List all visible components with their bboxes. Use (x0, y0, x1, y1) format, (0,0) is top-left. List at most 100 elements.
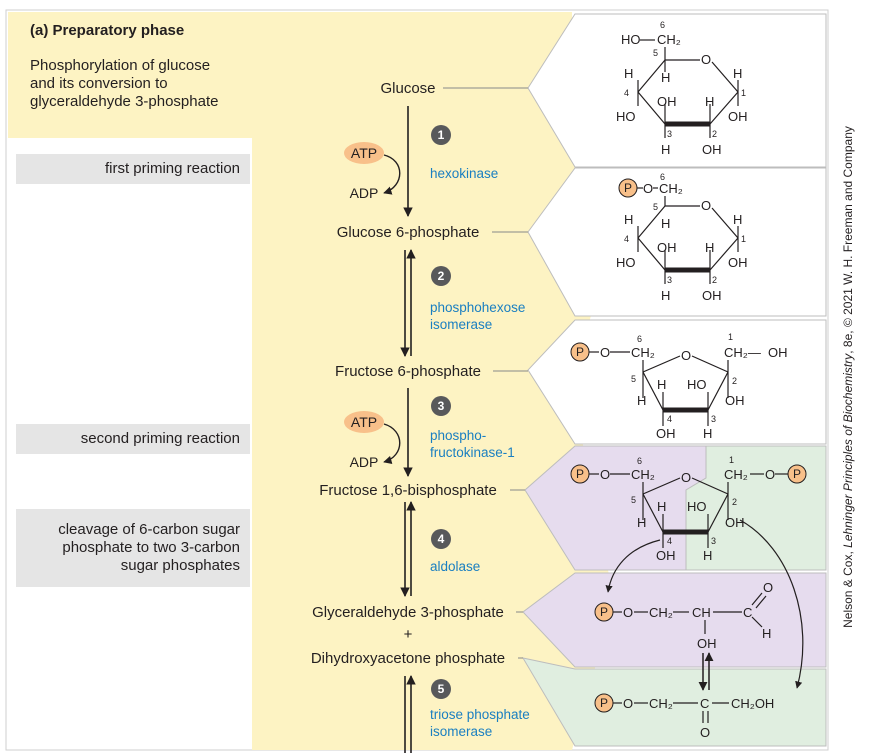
atp-adp-curve-step3 (383, 423, 401, 464)
atom: O (765, 467, 775, 482)
step-circle-2 (431, 266, 451, 286)
enzyme-tpi-line2: isomerase (430, 724, 492, 739)
step-number-5: 5 (438, 682, 445, 696)
carbon-number: 5 (653, 202, 658, 212)
label-dhap: Dihydroxyacetone phosphate (311, 650, 505, 667)
phosphate-label: P (576, 345, 584, 359)
enzyme-tpi-line1: triose phosphate (430, 707, 530, 722)
atom: H (637, 393, 646, 408)
adp-label-step3: ADP (350, 454, 379, 470)
atom: H (661, 142, 670, 157)
atom: CH₂ (724, 467, 748, 482)
atom: H (733, 66, 742, 81)
carbon-number: 1 (741, 88, 746, 98)
atom: H (624, 212, 633, 227)
band-cleavage (16, 509, 250, 587)
adp-label-step1: ADP (350, 185, 379, 201)
structure-fructose6p: P O CH₂ 6 5 O CH₂— OH 1 2 H H HO OH 4 3 … (570, 332, 788, 441)
phosphate-label: P (624, 181, 632, 195)
atom: OH (702, 142, 722, 157)
carbon-number: 1 (728, 332, 733, 342)
phosphate-label: P (576, 467, 584, 481)
atom: OH (702, 288, 722, 303)
structure-glucose: HO CH₂ 6 5 O H 4 H HO OH H 3 2 H OH H 1 … (616, 20, 748, 157)
atom: OH (697, 636, 717, 651)
atom: CH (692, 605, 711, 620)
atom: CH₂ (631, 345, 655, 360)
cleavage-arrow-to-dhap (739, 519, 804, 689)
phosphate-label: P (600, 605, 608, 619)
panel-gap (522, 572, 827, 668)
atom: OH (656, 548, 676, 563)
carbon-number: 3 (711, 414, 716, 424)
enzyme-pfk-line2: fructokinase-1 (430, 445, 515, 460)
step-number-3: 3 (438, 399, 445, 413)
atom: O (681, 470, 691, 485)
atom: H (705, 240, 714, 255)
phosphate-label: P (793, 467, 801, 481)
atom: HO (687, 499, 707, 514)
atom: H (661, 70, 670, 85)
atp-adp-curve-step1 (383, 154, 401, 195)
atom: OH (657, 240, 677, 255)
carbon-number: 2 (732, 376, 737, 386)
enzyme-hexokinase: hexokinase (430, 166, 498, 181)
carbon-number: 6 (637, 456, 642, 466)
atom: C (743, 605, 752, 620)
atom: OH (725, 393, 745, 408)
step-circle-1 (431, 125, 451, 145)
step-number-1: 1 (438, 128, 445, 142)
label-glucose6p: Glucose 6-phosphate (337, 224, 480, 241)
step-number-4: 4 (438, 532, 445, 546)
enzyme-pfk-line1: phospho- (430, 428, 486, 443)
label-fructose16bp: Fructose 1,6-bisphosphate (319, 482, 497, 499)
atom: H (657, 377, 666, 392)
carbon-number: 2 (712, 275, 717, 285)
carbon-number: 2 (712, 129, 717, 139)
atp-label-step3: ATP (351, 414, 377, 430)
atp-oval-step3 (344, 411, 384, 433)
enzyme-aldolase: aldolase (430, 559, 480, 574)
carbon-number: 1 (729, 455, 734, 465)
carbon-number: 6 (637, 334, 642, 344)
atom: CH₂— (724, 345, 761, 360)
atom: CH₂ (659, 181, 683, 196)
enzyme-phosphohexose-line2: isomerase (430, 317, 492, 332)
atom: CH₂ (649, 696, 673, 711)
atom: HO (621, 32, 641, 47)
atom: O (701, 52, 711, 67)
atom: O (623, 605, 633, 620)
atom: H (661, 216, 670, 231)
carbon-number: 4 (667, 536, 672, 546)
atom: H (703, 426, 712, 441)
structure-fructose16bp: P O CH₂ 6 5 O CH₂ O P 1 2 H H HO OH 4 3 … (570, 455, 807, 563)
atom: O (600, 345, 610, 360)
structure-glucose6p: P O CH₂ 6 5 O H 4 H HO OH H 3 2 H OH H 1… (616, 172, 748, 303)
atom: O (701, 198, 711, 213)
atom: C (700, 696, 709, 711)
carbon-number: 6 (660, 172, 665, 182)
step-circle-4 (431, 529, 451, 549)
label-gap: Glyceraldehyde 3-phosphate (312, 604, 504, 621)
atom: OH (656, 426, 676, 441)
atom: HO (687, 377, 707, 392)
atom: OH (768, 345, 788, 360)
label-plus: + (404, 626, 413, 643)
panel-glucose (527, 13, 827, 168)
atom: O (763, 580, 773, 595)
cleavage-arrow-to-gap (605, 539, 661, 593)
atom: O (600, 467, 610, 482)
band-second-priming (16, 424, 250, 454)
atom: O (623, 696, 633, 711)
step-number-2: 2 (438, 269, 445, 283)
carbon-number: 4 (624, 234, 629, 244)
phosphate-circle (787, 464, 807, 484)
carbon-number: 3 (667, 129, 672, 139)
carbon-number: 4 (624, 88, 629, 98)
carbon-number: 6 (660, 20, 665, 30)
phosphate-label: P (600, 696, 608, 710)
atp-label-step1: ATP (351, 145, 377, 161)
carbon-number: 5 (631, 495, 636, 505)
